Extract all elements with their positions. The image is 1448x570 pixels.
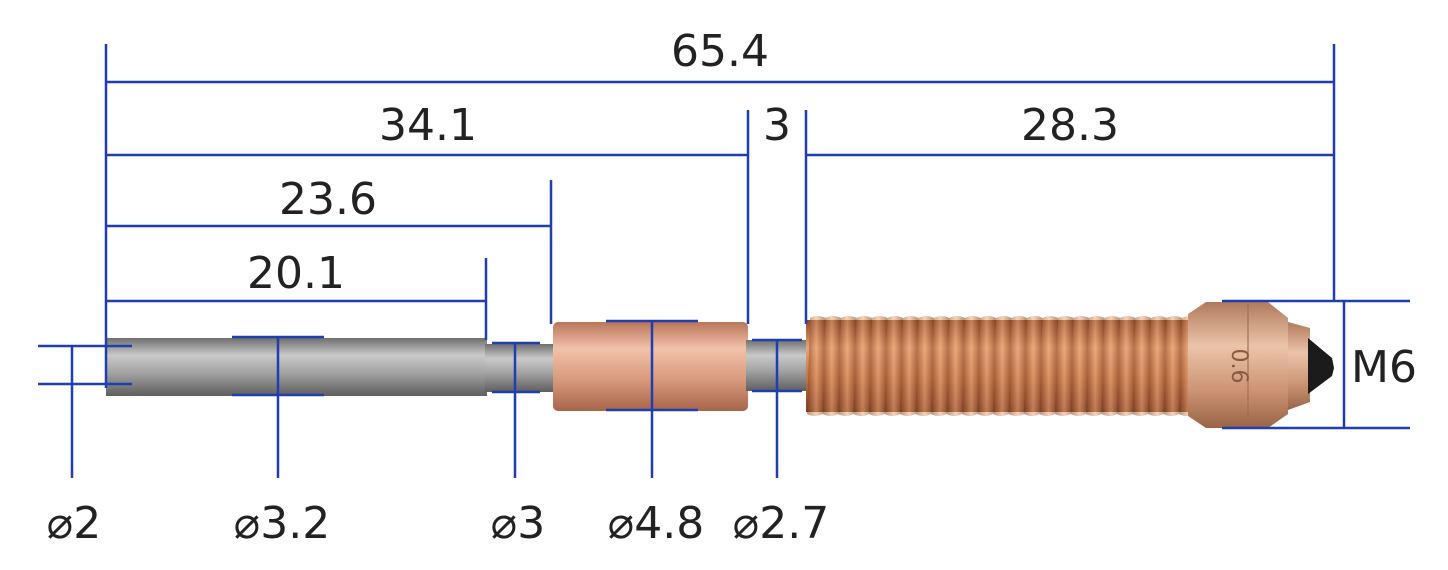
steel-tube xyxy=(106,338,487,396)
thread-ridge xyxy=(884,316,903,416)
dim-label-23: 23.6 xyxy=(279,174,377,225)
thread-ridge xyxy=(900,316,919,416)
dim-label-34: 34.1 xyxy=(379,100,477,151)
nozzle-size-marking: 0.6 xyxy=(1226,349,1251,384)
thread-ridge xyxy=(946,316,965,416)
nozzle-tip xyxy=(1308,338,1334,394)
thread-ridge xyxy=(1132,316,1151,416)
thread-ridge xyxy=(1101,316,1120,416)
thread-ridge xyxy=(1055,316,1074,416)
thread-ridge xyxy=(931,316,950,416)
nozzle-part: 0.6 xyxy=(106,302,1334,428)
dia-label-3: ⌀3 xyxy=(491,498,545,549)
dimension-lines xyxy=(38,44,1410,478)
thread-ridge xyxy=(993,316,1012,416)
thread-ridge xyxy=(807,316,826,416)
thread-ridge xyxy=(1039,316,1058,416)
thread-ridge xyxy=(1024,316,1043,416)
nozzle-cone xyxy=(1288,322,1310,410)
copper-sleeve xyxy=(553,322,748,411)
thread-ridge xyxy=(1148,316,1167,416)
nozzle-hex-head xyxy=(1188,302,1288,428)
thread-ridge xyxy=(915,316,934,416)
thread-ridge xyxy=(853,316,872,416)
dim-label-65: 65.4 xyxy=(671,26,769,77)
thread-ridge xyxy=(1008,316,1027,416)
thread-ridge xyxy=(977,316,996,416)
dim-label-20: 20.1 xyxy=(247,248,345,299)
thread-ridge xyxy=(838,316,857,416)
thread-ridge xyxy=(1117,316,1136,416)
dim-label-3: 3 xyxy=(763,100,791,151)
dim-label-28: 28.3 xyxy=(1021,100,1119,151)
thread-label-m6: M6 xyxy=(1351,342,1417,393)
dimension-labels: 65.4 34.1 3 28.3 23.6 20.1 ⌀2 ⌀3.2 ⌀3 ⌀4… xyxy=(47,26,1417,549)
dia-label-4-8: ⌀4.8 xyxy=(608,498,704,549)
thread-ridge xyxy=(822,316,841,416)
thread-ridges xyxy=(807,316,1198,416)
steel-neck xyxy=(485,344,555,392)
thread-ridge xyxy=(1070,316,1089,416)
thread-ridge xyxy=(1163,316,1182,416)
thread-ridge xyxy=(1086,316,1105,416)
dia-label-2-7: ⌀2.7 xyxy=(733,498,829,549)
thread-ridge xyxy=(962,316,981,416)
thread-ridge xyxy=(869,316,888,416)
dia-label-3-2: ⌀3.2 xyxy=(234,498,330,549)
dia-label-2: ⌀2 xyxy=(47,498,101,549)
